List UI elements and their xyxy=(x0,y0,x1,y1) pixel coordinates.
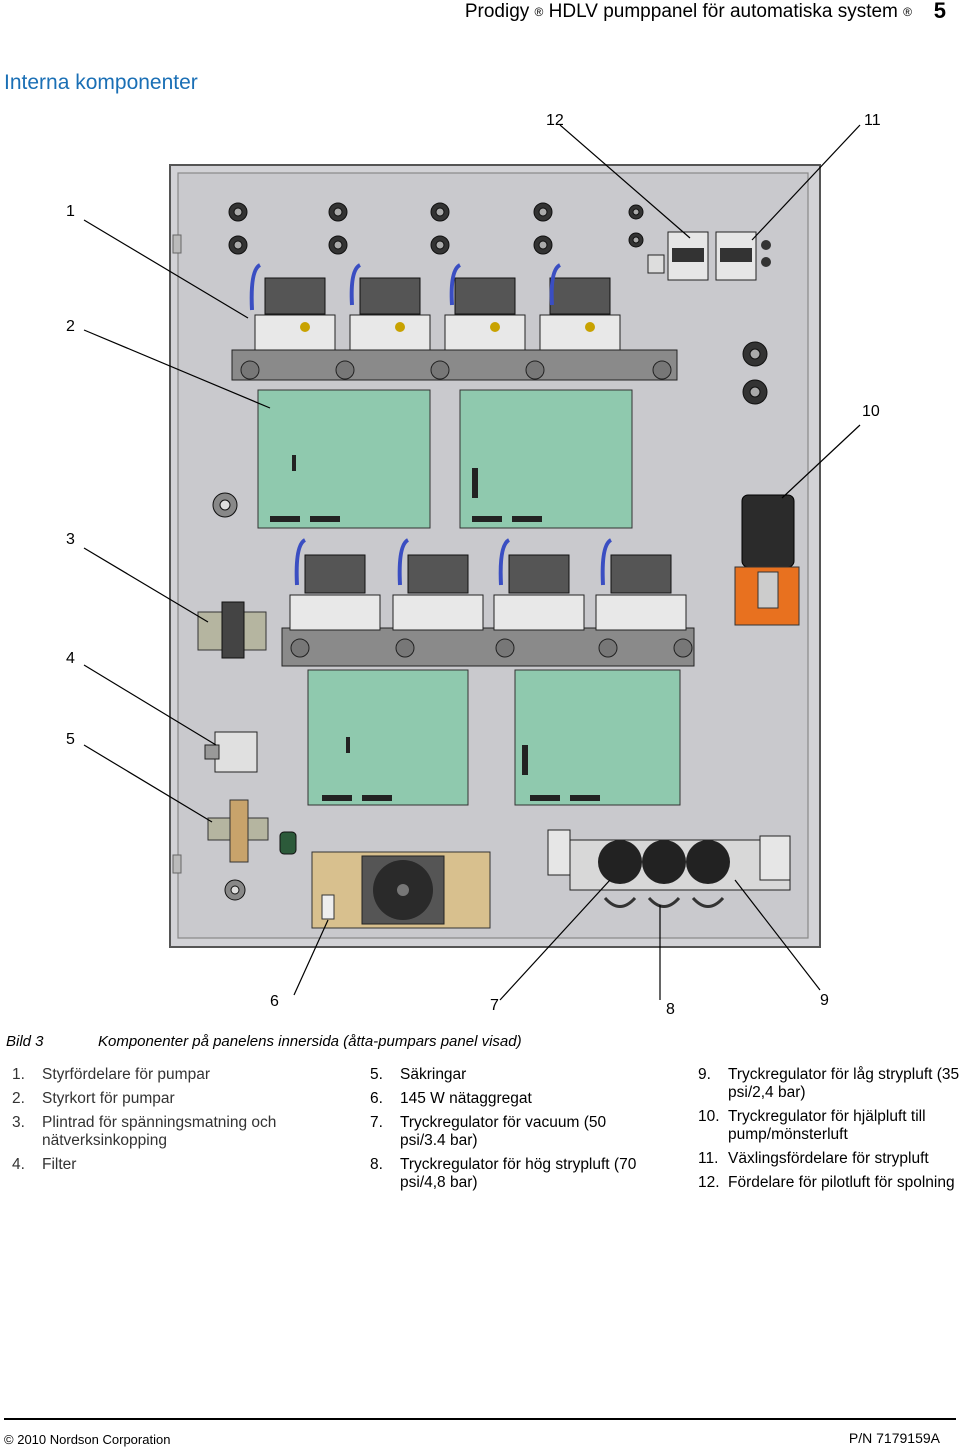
legend-item: 5.Säkringar xyxy=(370,1066,467,1083)
pump-control-manifolds-upper xyxy=(231,263,678,381)
page-number: 5 xyxy=(933,0,946,23)
copyright-icon: © xyxy=(4,1432,14,1447)
header-title: Prodigy ® HDLV pumppanel för automatiska… xyxy=(465,0,912,24)
component-diagram xyxy=(83,124,861,1001)
callout-3: 3 xyxy=(66,531,75,548)
copyright-text: 2010 Nordson Corporation xyxy=(17,1432,171,1447)
terminal-strip xyxy=(197,601,267,659)
registered-mark-2: ® xyxy=(903,5,912,19)
pump-control-boards-upper xyxy=(257,389,633,529)
callout-11: 11 xyxy=(864,112,881,129)
callout-9: 9 xyxy=(820,992,829,1009)
legend-item: 12.Fördelare för pilotluft för spolning xyxy=(698,1174,955,1191)
callout-12: 12 xyxy=(546,112,564,129)
callout-1: 1 xyxy=(66,203,75,220)
callout-4: 4 xyxy=(66,650,75,667)
legend-column-3: 9.Tryckregulator för låg strypluft (35 p… xyxy=(698,1066,960,1198)
header-title-product: Prodigy xyxy=(464,1,530,22)
figure-label: Bild 3 xyxy=(6,1033,44,1050)
section-title: Interna komponenter xyxy=(4,71,198,94)
leader-lines xyxy=(83,124,861,1001)
callout-10: 10 xyxy=(862,403,880,420)
footer-rule xyxy=(4,1418,956,1420)
power-supply xyxy=(311,851,491,929)
callout-6: 6 xyxy=(270,993,279,1010)
legend-item: 10.Tryckregulator för hjälpluft till pum… xyxy=(698,1108,926,1143)
header-title-rest: HDLV pumppanel för automatiska system xyxy=(548,1,898,22)
figure-caption: Komponenter på panelens innersida (åtta-… xyxy=(98,1033,522,1050)
footer-copyright: © 2010 Nordson Corporation xyxy=(4,1432,170,1447)
filter xyxy=(204,731,258,773)
pump-control-manifolds-lower xyxy=(281,538,695,667)
callout-8: 8 xyxy=(666,1001,675,1018)
legend-item: 9.Tryckregulator för låg strypluft (35 p… xyxy=(698,1066,960,1101)
bulkhead-fittings xyxy=(212,202,768,901)
legend-item: 4.Filter xyxy=(12,1156,77,1173)
registered-mark: ® xyxy=(534,5,544,19)
legend-item: 1.Styrfördelare för pumpar xyxy=(12,1066,210,1083)
legend-column-1: 1.Styrfördelare för pumpar 2.Styrkort fö… xyxy=(12,1066,332,1180)
legend-item: 6.145 W nätaggregat xyxy=(370,1090,532,1107)
callout-2: 2 xyxy=(66,318,75,335)
legend-item: 8.Tryckregulator för hög strypluft (70 p… xyxy=(370,1156,637,1191)
auxiliary-air-regulator xyxy=(734,494,800,626)
legend-item: 11.Växlingsfördelare för strypluft xyxy=(698,1150,929,1167)
regulator-bank xyxy=(547,829,791,908)
legend-item: 7.Tryckregulator för vacuum (50 psi/3.4 … xyxy=(370,1114,607,1149)
callout-5: 5 xyxy=(66,731,75,748)
legend-item: 2.Styrkort för pumpar xyxy=(12,1090,175,1107)
part-number: P/N 7179159A xyxy=(848,1430,940,1446)
pilot-air-manifold xyxy=(647,231,771,281)
legend-item: 3.Plintrad för spänningsmatning och nätv… xyxy=(12,1114,277,1149)
fuses xyxy=(207,799,297,863)
legend-column-2: 5.Säkringar 6.145 W nätaggregat 7.Tryckr… xyxy=(370,1066,640,1198)
callout-7: 7 xyxy=(490,997,499,1014)
pump-control-boards-lower xyxy=(307,669,681,806)
